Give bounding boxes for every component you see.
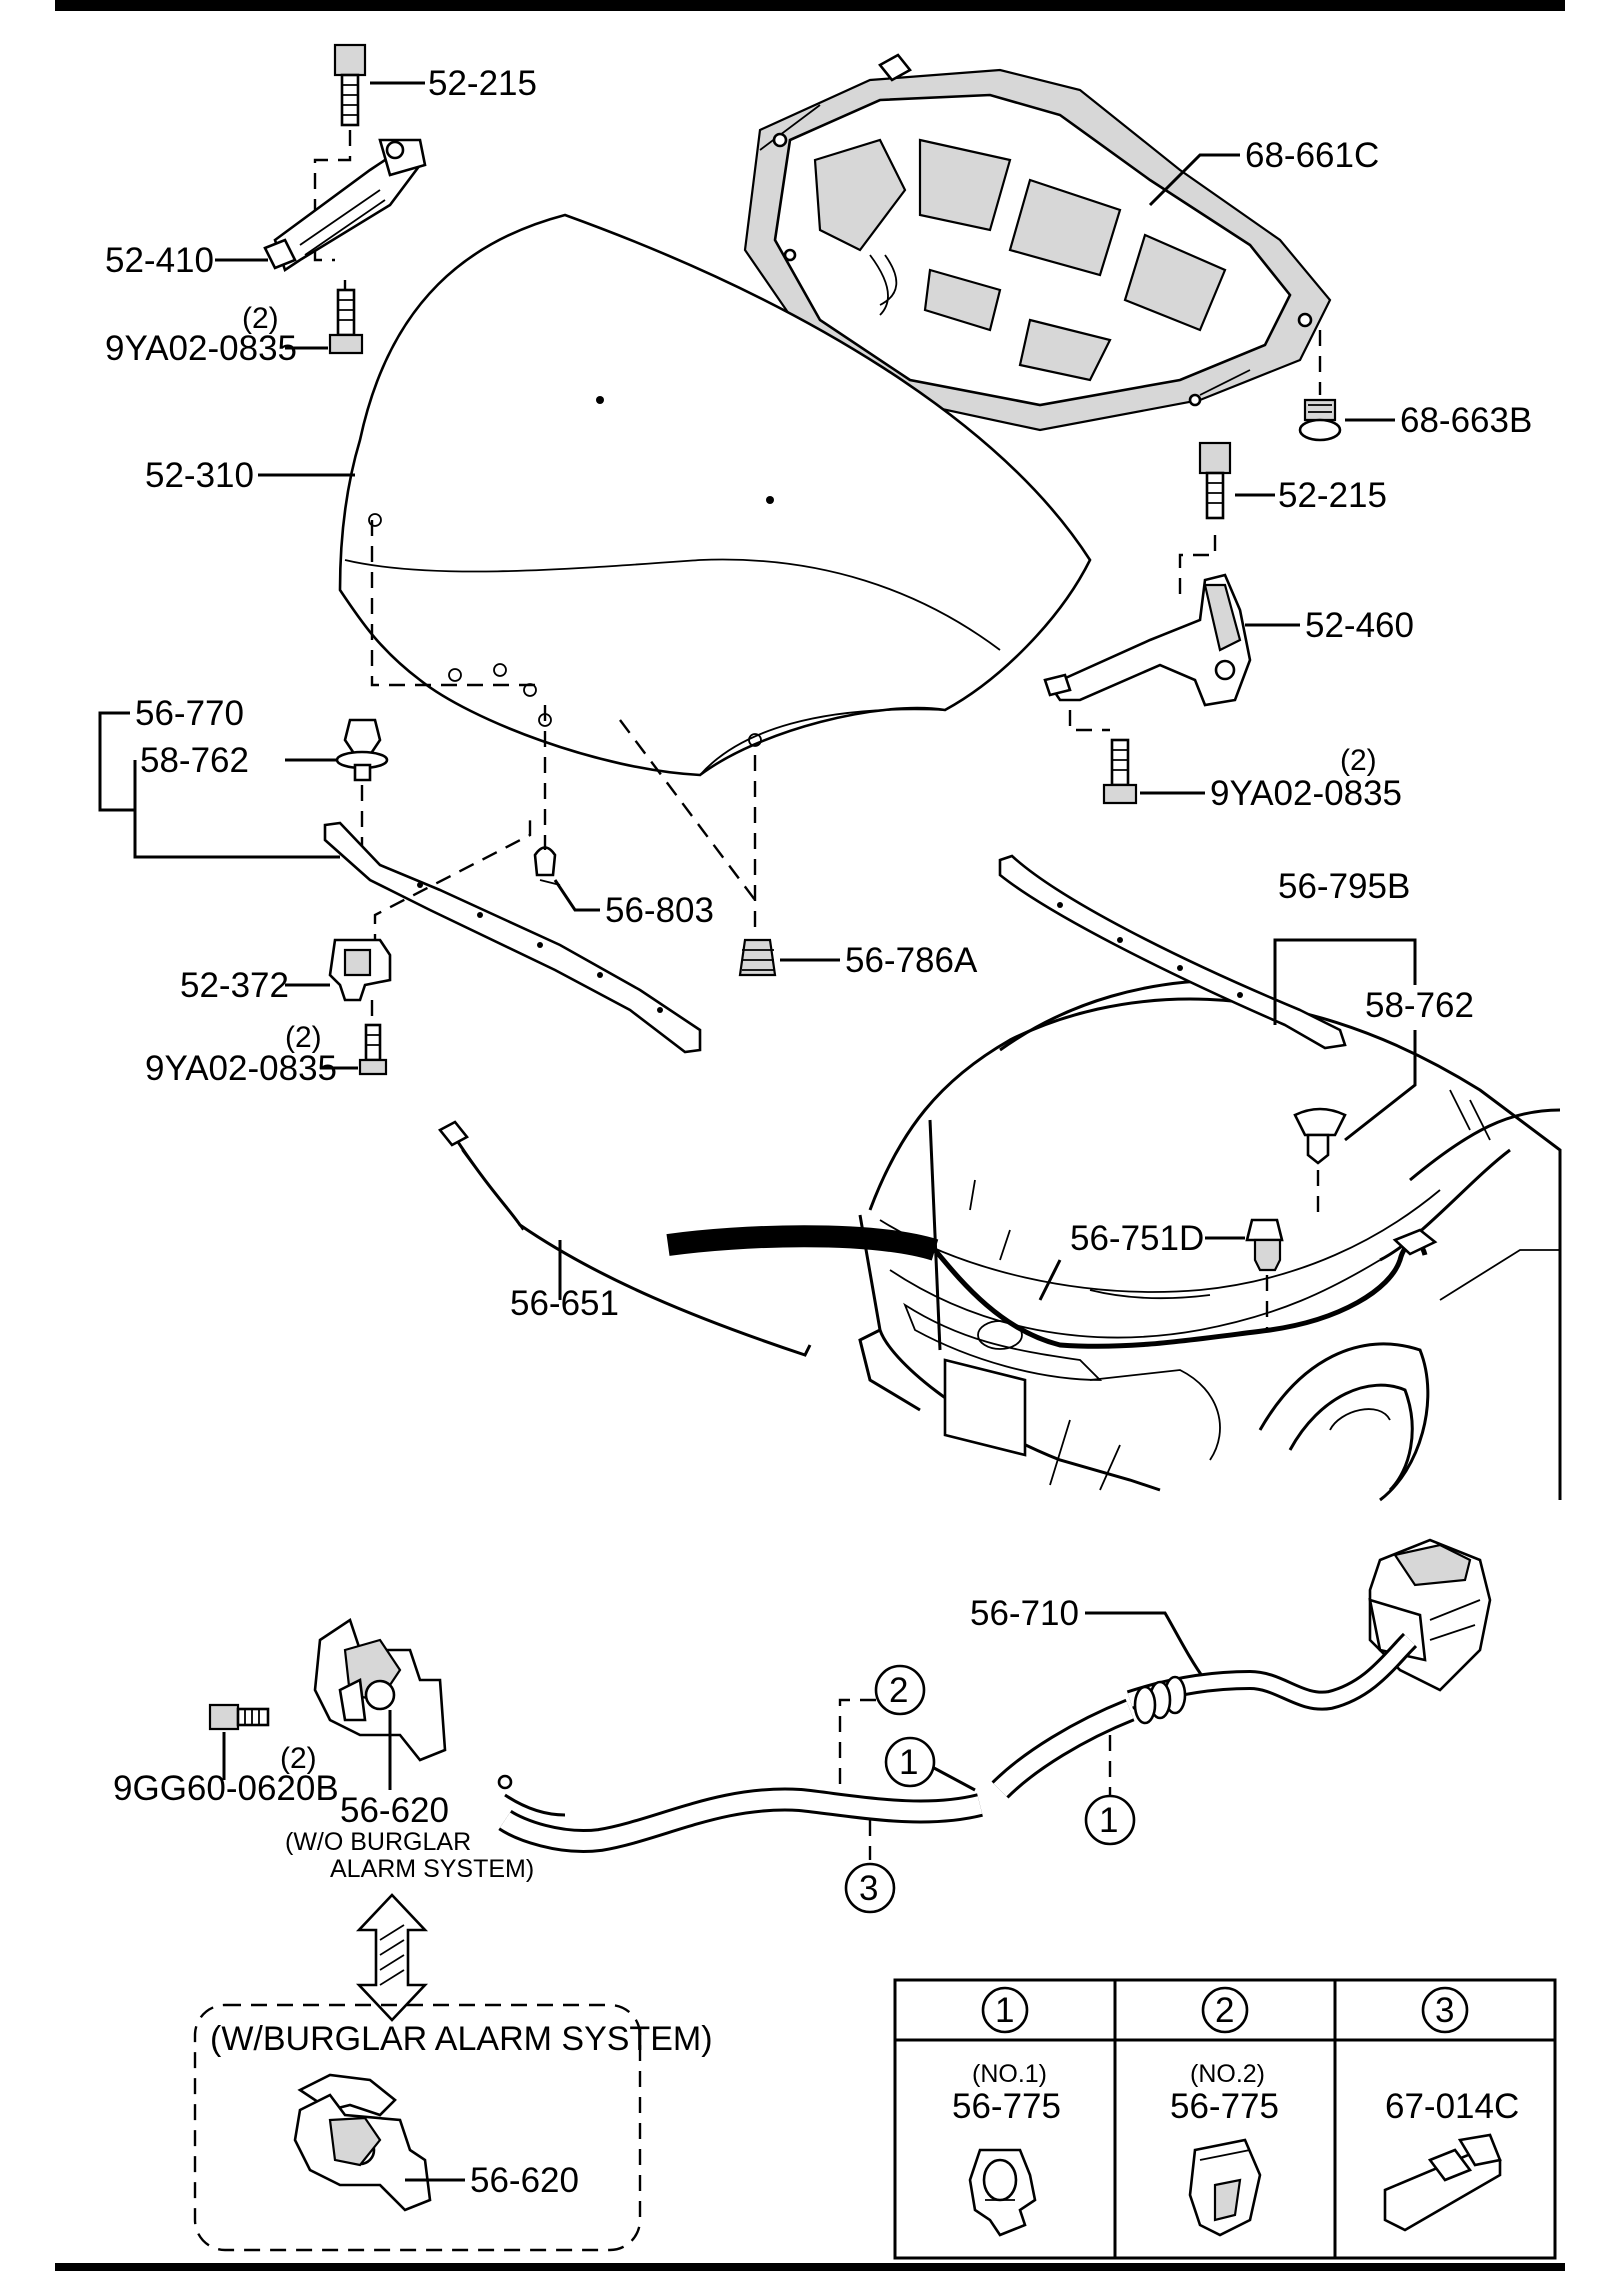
table-callout-2-circle: [1201, 1986, 1249, 2034]
seal-set-rear-label: 56-795B: [1278, 867, 1410, 906]
seal-clip-front-label: 58-762: [140, 741, 249, 780]
top-rule: [55, 0, 1565, 11]
hood-insulator: [743, 53, 1332, 432]
lh-hinge-group: 52-215 52-410 (2) 9YA02-0835: [105, 43, 537, 368]
release-cable-label: 56-710: [970, 1594, 1079, 1633]
rear-seal-group: 56-795B 58-762: [998, 854, 1474, 1220]
hinge-bolt-lh-label: 9YA02-0835: [105, 329, 297, 368]
callout-1a: 1: [899, 1743, 918, 1782]
clip-no2-icon: [1188, 2138, 1262, 2237]
hinge-bolt-lh-icon: [328, 288, 364, 355]
clip-67014c-icon: [1383, 2133, 1502, 2232]
table-note-1: (NO.1): [972, 2060, 1047, 2088]
interchange-arrow-icon: [355, 1893, 429, 2022]
hinge-bolt-rh-icon: [1102, 738, 1138, 805]
callout-3-circle: [844, 1862, 896, 1914]
hood-bolt-lh-label: 52-215: [428, 64, 537, 103]
seal-clip-rear-icon: [1293, 1107, 1347, 1165]
release-cable-group: 56-710: [497, 1538, 1492, 1853]
table-part-2: 56-775: [1170, 2087, 1279, 2126]
hood-lock-icon: [313, 1617, 447, 1762]
lock-bolt-label: 9GG60-0620B: [113, 1769, 339, 1808]
front-seal-group: 56-770 58-762 56-803 56-786A: [98, 694, 978, 1088]
hood-stay-label: 56-651: [510, 1284, 619, 1323]
insulator-clip-icon: [1298, 398, 1342, 442]
hood-lock-alarm-label: 56-620: [470, 2161, 579, 2200]
clip-table: 1 (NO.1) 56-775 2 (NO.2) 56-775 3 67-014…: [893, 1978, 1557, 2260]
hood-hinge-lh-icon: [263, 138, 427, 273]
striker-label: 52-372: [180, 966, 289, 1005]
hood-hinge-rh-icon: [1043, 573, 1252, 707]
hood-lock-group: (2) 9GG60-0620B 56-620 (W/O BURGLAR ALAR…: [113, 1617, 534, 1883]
seal-clip-front-icon: [335, 718, 389, 782]
cable-callouts: 2 1 1 3: [838, 1664, 1136, 1914]
table-part-3: 67-014C: [1385, 2087, 1519, 2126]
stay-grommet-label: 56-751D: [1070, 1219, 1204, 1258]
hood-hinge-lh-label: 52-410: [105, 241, 214, 280]
insulator-callout: 68-661C 68-663B: [1148, 136, 1532, 442]
hinge-bolt-lh-qty: (2): [242, 302, 279, 335]
hood-lock-note-2: ALARM SYSTEM): [330, 1855, 534, 1883]
callout-1b: 1: [1099, 1801, 1118, 1840]
striker-bolt-icon: [358, 1023, 388, 1076]
hood-hinge-rh-label: 52-460: [1305, 606, 1414, 645]
clip-no1-icon: [968, 2148, 1037, 2237]
table-key-3: 3: [1435, 1991, 1454, 2030]
lock-bolt-icon: [208, 1703, 270, 1731]
insulator-clip-label: 68-663B: [1400, 401, 1532, 440]
table-callout-3-circle: [1421, 1986, 1469, 2034]
striker-bolt-qty: (2): [285, 1021, 322, 1054]
vehicle-release-cable: [666, 1225, 1438, 1349]
hood-bumper-small-label: 56-803: [605, 891, 714, 930]
alarm-box-title: (W/BURGLAR ALARM SYSTEM): [210, 2020, 713, 2058]
hood-lock-label: 56-620: [340, 1791, 449, 1830]
hood-bumper-icon: [738, 938, 777, 977]
hood-bumper-small-icon: [533, 846, 561, 886]
callout-3: 3: [859, 1869, 878, 1908]
front-seal-strip-icon: [323, 821, 702, 1054]
striker-icon: [328, 938, 392, 1002]
striker-bolt-label: 9YA02-0835: [145, 1049, 337, 1088]
hood-panel-label: 52-310: [145, 456, 254, 495]
hinge-bolt-rh-qty: (2): [1340, 744, 1377, 777]
rh-hinge-group: 52-215 52-460 (2) 9YA02-0835: [1043, 441, 1414, 813]
hood-stay-group: 56-651: [438, 1120, 812, 1357]
bottom-rule: [55, 2263, 1565, 2271]
insulator-label: 68-661C: [1245, 136, 1379, 175]
hood-bolt-lh-icon: [333, 43, 367, 127]
table-key-1: 1: [995, 1991, 1014, 2030]
callout-2-circle: [874, 1664, 926, 1716]
vehicle-front-view: [858, 978, 1562, 1502]
hood-panel: [338, 213, 1092, 777]
seal-set-front-label: 56-770: [135, 694, 244, 733]
callout-2: 2: [889, 1671, 908, 1710]
hood-lock-alarm-icon: [293, 2073, 432, 2212]
hood-bolt-rh-label: 52-215: [1278, 476, 1387, 515]
callout-1b-circle: [1084, 1794, 1136, 1846]
table-part-1: 56-775: [952, 2087, 1061, 2126]
table-key-2: 2: [1215, 1991, 1234, 2030]
seal-clip-rear-label: 58-762: [1365, 986, 1474, 1025]
hood-bolt-rh-icon: [1198, 441, 1232, 520]
hinge-bolt-rh-label: 9YA02-0835: [1210, 774, 1402, 813]
stay-grommet-group: 56-751D: [1070, 1218, 1284, 1330]
cable-grommet-icon: [1133, 1675, 1187, 1725]
callout-1a-circle: [884, 1736, 936, 1788]
alarm-variant-box: (W/BURGLAR ALARM SYSTEM) 56-620: [193, 2003, 713, 2252]
lock-bolt-qty: (2): [280, 1742, 317, 1775]
hood-bumper-label: 56-786A: [845, 941, 978, 980]
table-note-2: (NO.2): [1190, 2060, 1265, 2088]
stay-grommet-icon: [1245, 1218, 1284, 1272]
table-callout-1-circle: [981, 1986, 1029, 2034]
hood-lock-note-1: (W/O BURGLAR: [285, 1828, 471, 1856]
